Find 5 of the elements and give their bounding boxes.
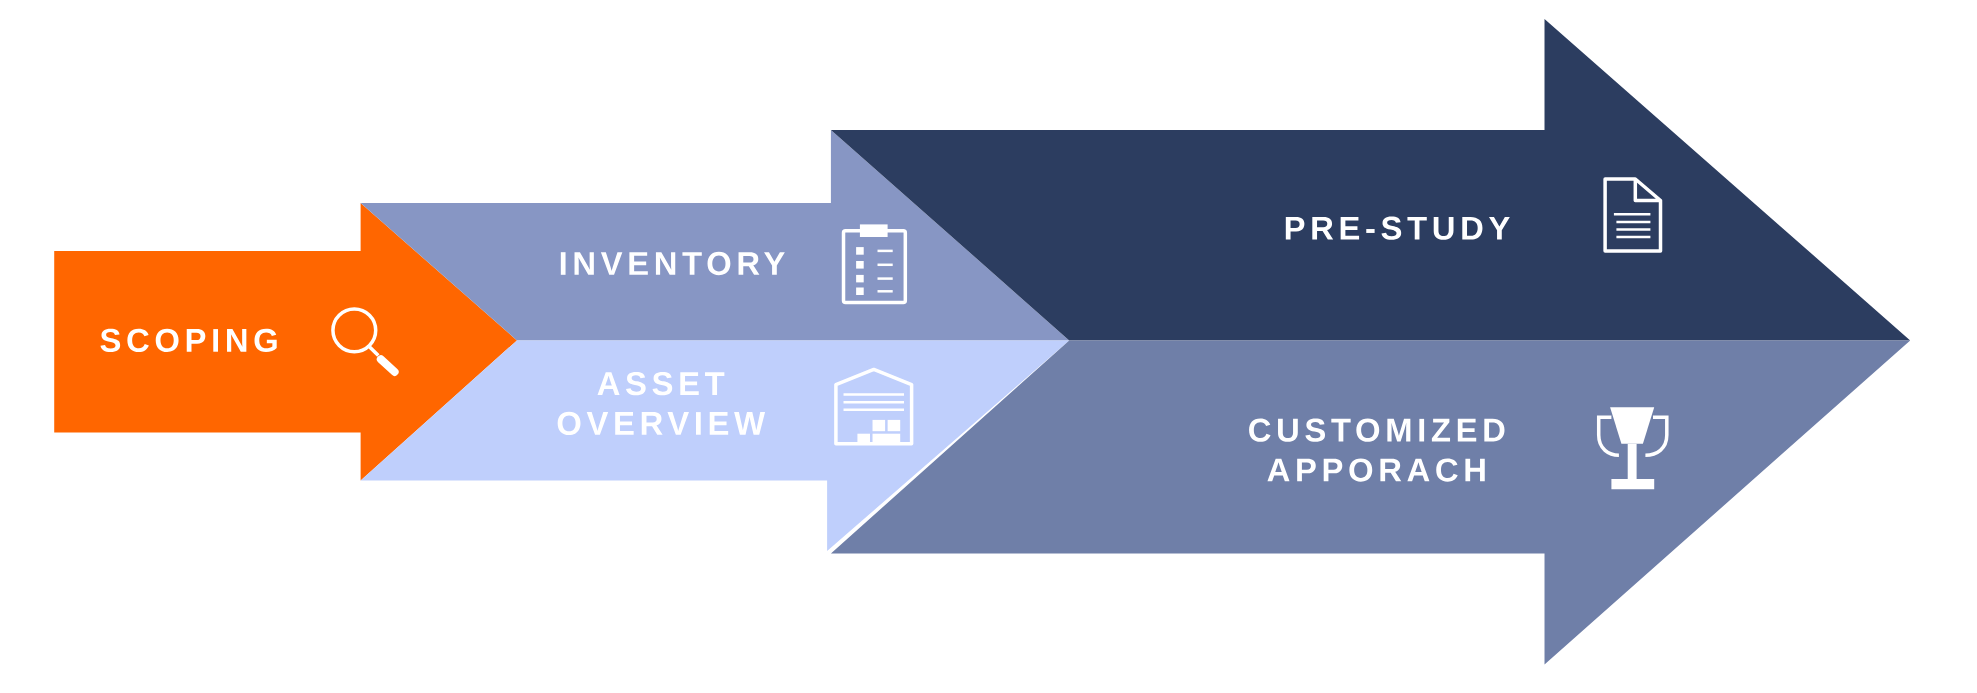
arrow-segment: INVENTORY bbox=[360, 129, 1070, 341]
arrow-segment: CUSTOMIZED APPORACH bbox=[830, 340, 1911, 665]
arrow-segment: ASSET OVERVIEW bbox=[360, 340, 1070, 551]
arrow-segment: PRE-STUDY bbox=[830, 18, 1911, 341]
arrow-segment: SCOPING bbox=[54, 203, 517, 481]
